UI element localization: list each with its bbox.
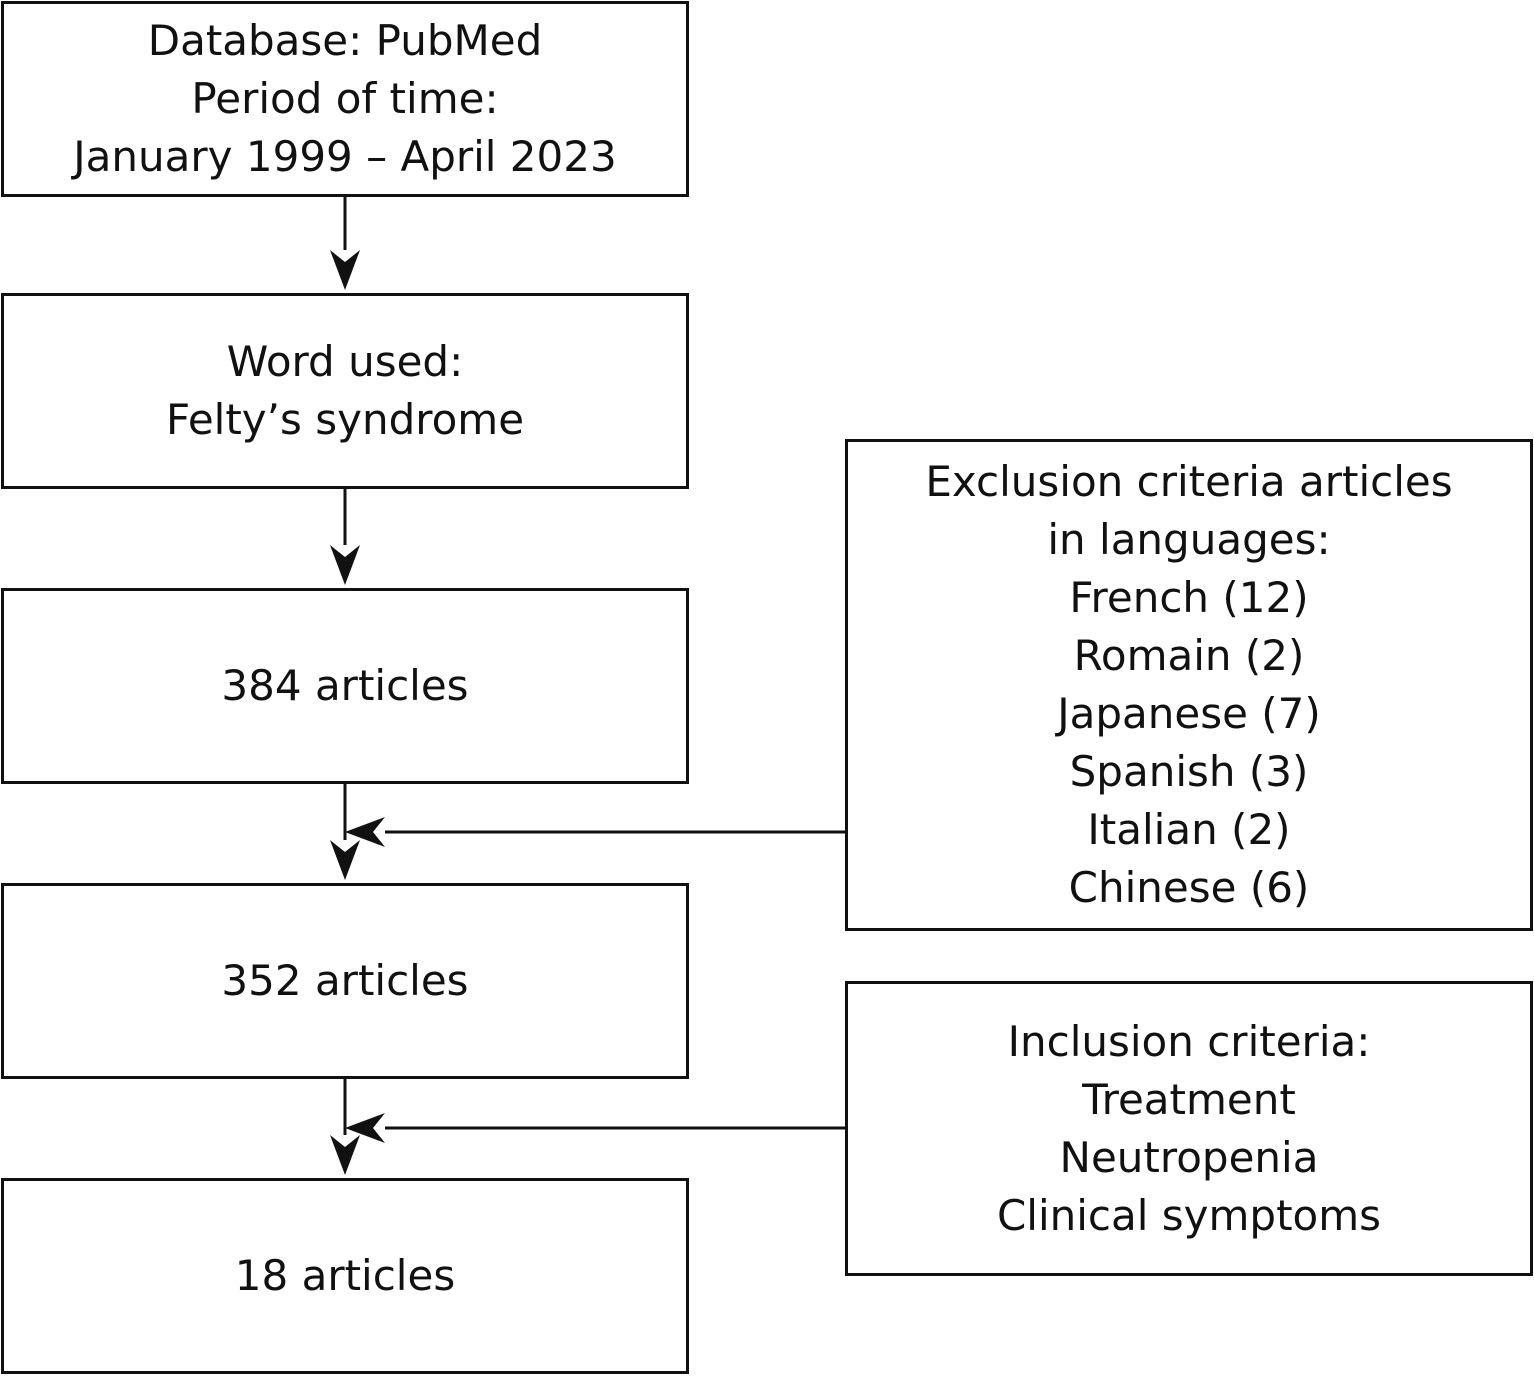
- inclusion-criteria-box: Inclusion criteria: Treatment Neutropeni…: [845, 981, 1533, 1276]
- articles-384-text: 384 articles: [221, 661, 469, 710]
- articles-352-text: 352 articles: [221, 956, 469, 1005]
- arrow-352-to-18: [330, 1079, 360, 1175]
- period-label: Period of time:: [191, 74, 499, 123]
- exclusion-spanish: Spanish (3): [1069, 747, 1309, 796]
- inclusion-treatment: Treatment: [1082, 1074, 1296, 1124]
- arrow-inclusion-to-flow: [345, 1113, 845, 1143]
- arrow-384-to-352: [330, 784, 360, 880]
- exclusion-subtitle: in languages:: [1047, 515, 1331, 564]
- database-box: Database: PubMed Period of time: January…: [1, 1, 689, 197]
- inclusion-neutropenia: Neutropenia: [1059, 1132, 1319, 1182]
- articles-384-box: 384 articles: [1, 588, 689, 784]
- articles-352-box: 352 articles: [1, 883, 689, 1079]
- arrow-word-to-384: [330, 489, 360, 585]
- period-range: January 1999 – April 2023: [73, 132, 617, 181]
- inclusion-title: Inclusion criteria:: [1007, 1016, 1371, 1066]
- arrow-database-to-word: [330, 197, 360, 290]
- search-term-box: Word used: Felty’s syndrome: [1, 293, 689, 489]
- articles-18-box: 18 articles: [1, 1178, 689, 1374]
- exclusion-criteria-box: Exclusion criteria articles in languages…: [845, 439, 1533, 931]
- inclusion-clinical-symptoms: Clinical symptoms: [996, 1190, 1382, 1240]
- arrow-exclusion-to-flow: [345, 817, 845, 847]
- exclusion-title: Exclusion criteria articles: [925, 457, 1453, 506]
- search-term: Felty’s syndrome: [165, 395, 525, 444]
- exclusion-italian: Italian (2): [1087, 805, 1291, 854]
- word-used-label: Word used:: [226, 337, 464, 386]
- exclusion-chinese: Chinese (6): [1068, 863, 1310, 912]
- exclusion-romain: Romain (2): [1073, 631, 1305, 680]
- articles-18-text: 18 articles: [234, 1251, 456, 1300]
- database-line: Database: PubMed: [147, 16, 543, 65]
- exclusion-french: French (12): [1069, 573, 1309, 622]
- exclusion-japanese: Japanese (7): [1057, 689, 1321, 738]
